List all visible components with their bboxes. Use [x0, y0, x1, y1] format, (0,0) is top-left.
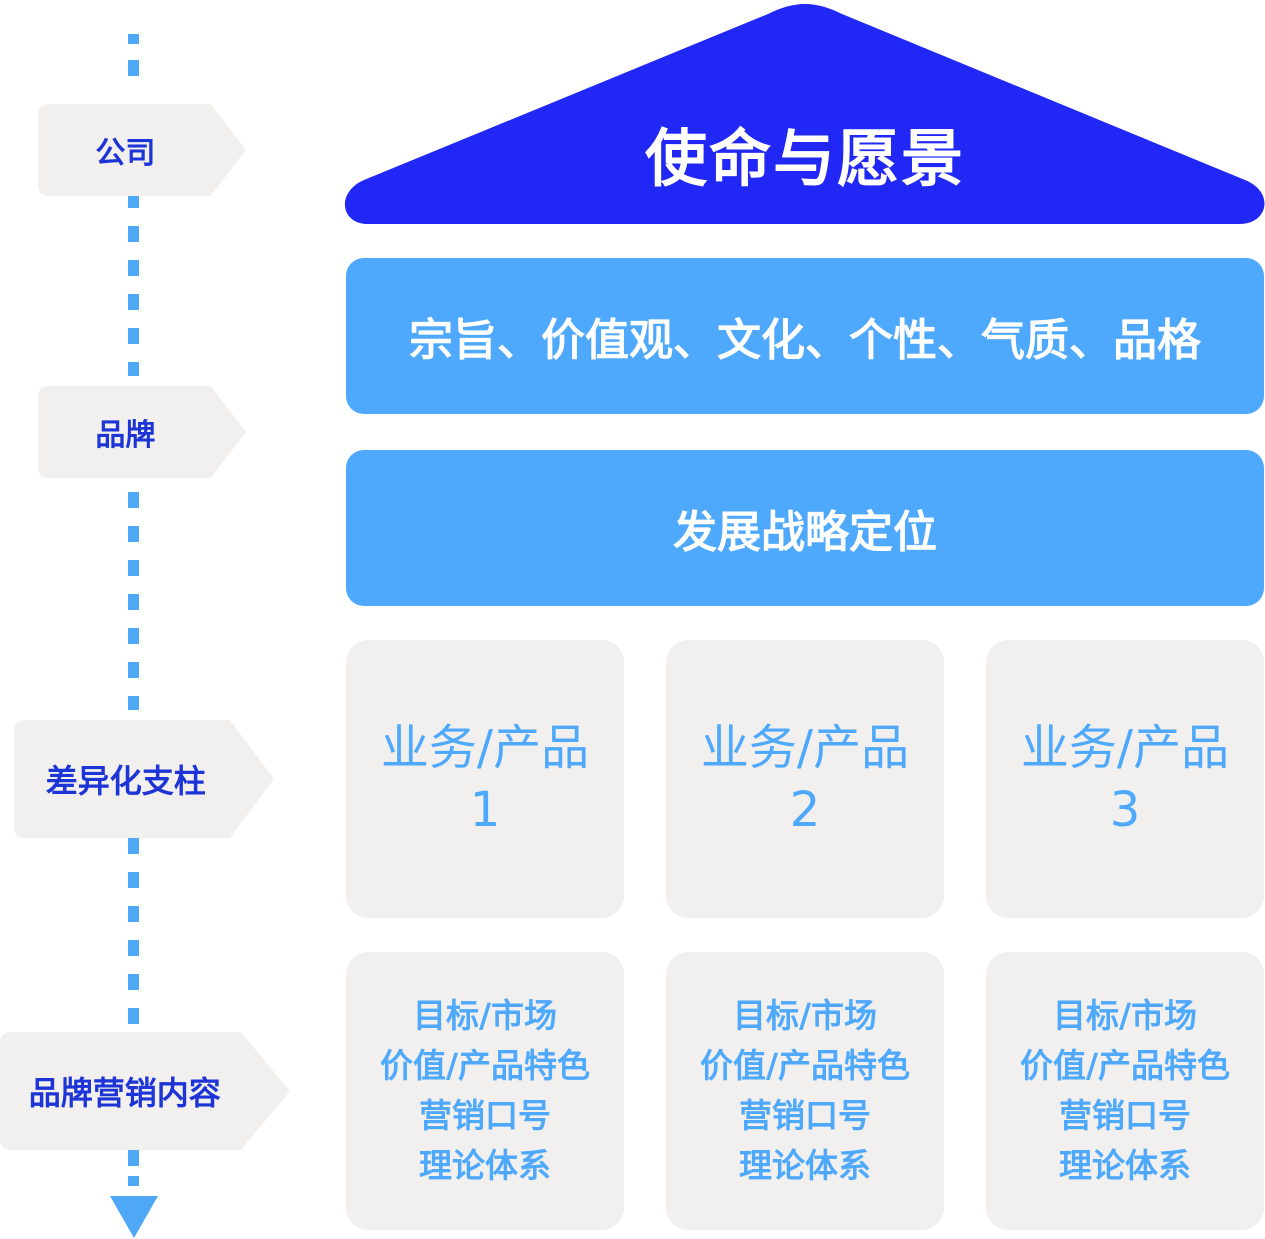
pillar-title: 业务/产品 [380, 720, 590, 776]
content-line: 理论体系 [419, 1146, 551, 1185]
timeline-segment [128, 628, 139, 644]
content-card-1: 目标/市场 价值/产品特色 营销口号 理论体系 [346, 952, 624, 1230]
pillar-number: 2 [789, 782, 821, 838]
timeline-segment [128, 594, 139, 610]
pillar-number: 1 [469, 782, 501, 838]
pillar-card-2: 业务/产品 2 [666, 640, 944, 918]
content-card-2: 目标/市场 价值/产品特色 营销口号 理论体系 [666, 952, 944, 1230]
content-line: 目标/市场 [412, 996, 558, 1035]
content-line: 理论体系 [1059, 1146, 1191, 1185]
timeline-segment [128, 872, 139, 888]
content-line: 价值/产品特色 [699, 1046, 911, 1085]
content-line: 理论体系 [739, 1146, 871, 1185]
timeline-segment [128, 1150, 139, 1166]
stage-brand: 品牌 [38, 386, 246, 478]
stage-differentiation-pillars: 差异化支柱 [14, 720, 274, 838]
pillar-title: 业务/产品 [700, 720, 910, 776]
timeline-segment [128, 662, 139, 678]
content-line: 营销口号 [739, 1096, 871, 1135]
arrow-down-icon [110, 1196, 158, 1238]
timeline-segment [128, 696, 139, 710]
content-card-3: 目标/市场 价值/产品特色 营销口号 理论体系 [986, 952, 1264, 1230]
timeline-segment [128, 906, 139, 922]
timeline-segment [128, 196, 139, 208]
timeline-segment [128, 1008, 139, 1024]
timeline-segment [128, 60, 139, 76]
timeline-segment [128, 492, 139, 508]
timeline-segment [128, 1176, 139, 1186]
content-line: 营销口号 [1059, 1096, 1191, 1135]
values-band-text: 宗旨、价值观、文化、个性、气质、品格 [409, 315, 1201, 366]
timeline-segment [128, 328, 139, 344]
stage-label: 差异化支柱 [45, 762, 206, 800]
pillar-title: 业务/产品 [1020, 720, 1230, 776]
content-line: 价值/产品特色 [1019, 1046, 1231, 1085]
timeline-segment [128, 362, 139, 376]
timeline-segment [128, 526, 139, 542]
timeline-segment [128, 838, 139, 854]
content-line: 价值/产品特色 [379, 1046, 591, 1085]
timeline-segment [128, 260, 139, 276]
timeline-segment [128, 974, 139, 990]
content-line: 目标/市场 [732, 996, 878, 1035]
timeline-segment [128, 226, 139, 242]
content-line: 营销口号 [419, 1096, 551, 1135]
roof-title: 使命与愿景 [644, 122, 965, 195]
strategy-band-text: 发展战略定位 [673, 507, 937, 558]
timeline-segment [128, 940, 139, 956]
stage-label: 品牌营销内容 [28, 1074, 221, 1112]
pillar-card-3: 业务/产品 3 [986, 640, 1264, 918]
content-line: 目标/市场 [1052, 996, 1198, 1035]
stage-label: 公司 [95, 136, 156, 171]
strategy-band: 发展战略定位 [346, 450, 1264, 606]
values-band: 宗旨、价值观、文化、个性、气质、品格 [346, 258, 1264, 414]
timeline-segment [128, 294, 139, 310]
pillar-number: 3 [1109, 782, 1141, 838]
stage-company: 公司 [38, 104, 246, 196]
stage-brand-marketing-content: 品牌营销内容 [0, 1032, 290, 1150]
roof-shape [344, 4, 1265, 224]
timeline-segment [128, 34, 139, 44]
timeline-segment [128, 560, 139, 576]
stage-label: 品牌 [95, 418, 156, 453]
pillar-card-1: 业务/产品 1 [346, 640, 624, 918]
